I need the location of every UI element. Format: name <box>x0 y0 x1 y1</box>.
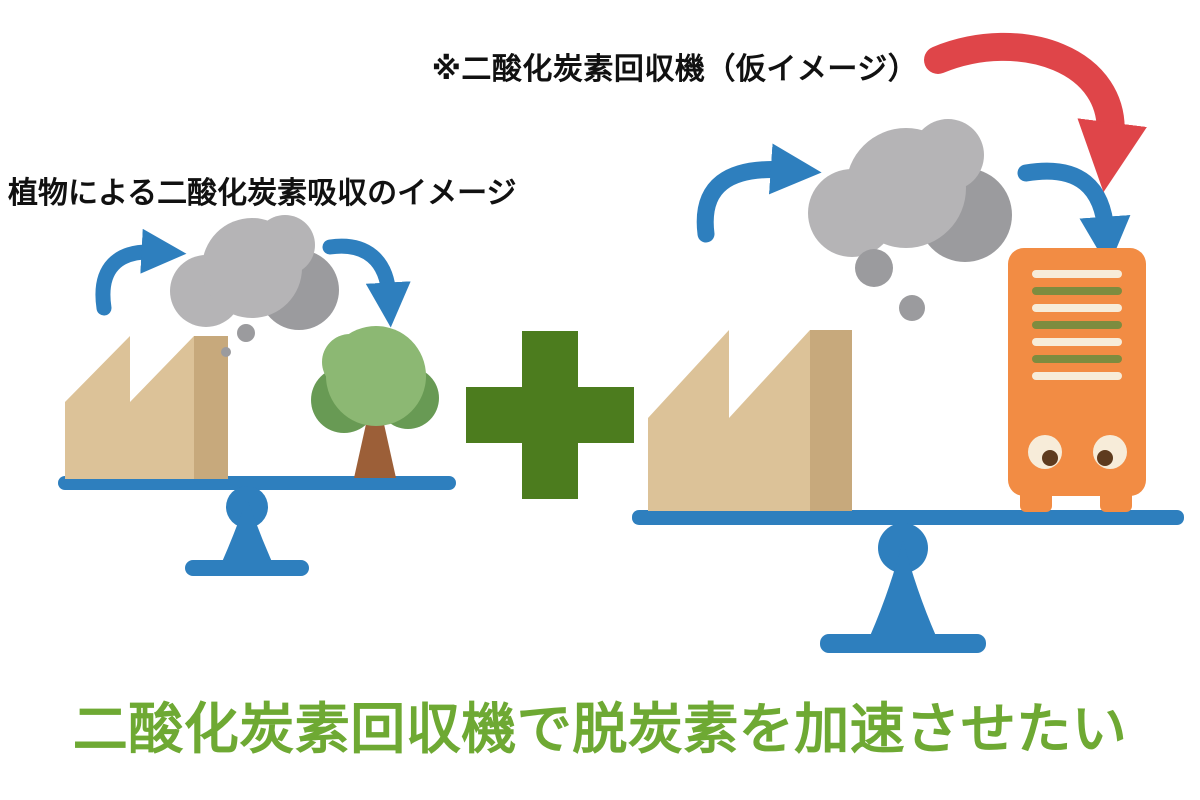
right-factory-icon <box>648 330 852 511</box>
left-smoke-cloud-icon <box>170 215 339 357</box>
right-balance-scale-icon <box>632 510 1184 653</box>
right-factory-body <box>648 330 810 511</box>
machine-vent-stripe <box>1032 304 1122 312</box>
cloud-small-puff <box>855 249 893 287</box>
cloud-small-puff <box>237 324 255 342</box>
right-balance-foot <box>820 634 986 653</box>
left-absorption-arrow-icon <box>322 238 411 328</box>
red-capture-arrow-icon <box>924 33 1147 193</box>
machine-vent-stripe <box>1032 270 1122 278</box>
cloud-puff <box>202 218 302 318</box>
tree-trunk <box>354 424 396 478</box>
machine-note-label: ※二酸化炭素回収機（仮イメージ） <box>431 52 919 87</box>
tree-foliage-light-top <box>322 334 378 390</box>
machine-vent-stripe <box>1032 372 1122 380</box>
left-balance-scale-icon <box>58 476 456 576</box>
machine-vent-stripe <box>1032 355 1122 363</box>
left-factory-icon <box>65 336 228 479</box>
plus-vertical-bar <box>522 331 578 499</box>
cloud-small-puff <box>221 347 231 357</box>
left-factory-body <box>65 336 194 479</box>
right-emission-arrow-icon <box>696 143 822 243</box>
cloud-puff <box>846 128 966 248</box>
cloud-small-puff <box>899 295 925 321</box>
left-balance-pedestal <box>222 498 272 562</box>
machine-knob-right-dot <box>1097 450 1113 466</box>
plus-icon <box>466 331 634 499</box>
machine-vent-stripe <box>1032 338 1122 346</box>
machine-inlet-arrow-icon <box>1017 162 1131 268</box>
machine-vent-stripe <box>1032 321 1122 329</box>
left-balance-foot <box>185 560 309 576</box>
left-emission-arrow-icon <box>95 228 187 316</box>
machine-vent-stripe <box>1032 287 1122 295</box>
left-balance-beam <box>58 476 456 490</box>
plant-absorption-label: 植物による二酸化炭素吸収のイメージ <box>8 176 517 211</box>
right-balance-beam <box>632 510 1184 525</box>
right-balance-pedestal <box>870 540 936 636</box>
headline-text: 二酸化炭素回収機で脱炭素を加速させたい <box>72 697 1128 761</box>
machine-knob-left-dot <box>1042 450 1058 466</box>
right-factory-wall <box>810 330 852 511</box>
co2-capture-machine-icon <box>1008 248 1146 512</box>
right-smoke-cloud-icon <box>808 119 1012 321</box>
tree-icon <box>311 326 439 478</box>
left-factory-wall <box>194 336 228 479</box>
